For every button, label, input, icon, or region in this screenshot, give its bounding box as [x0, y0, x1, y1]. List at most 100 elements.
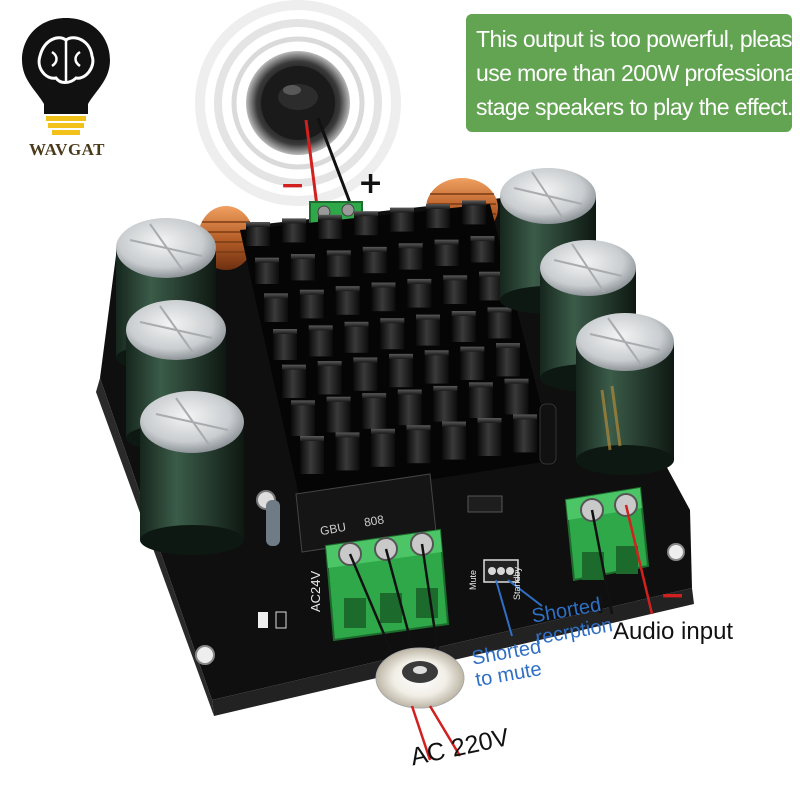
heatsink-fin-top	[362, 246, 387, 252]
heatsink-fin-top	[470, 236, 495, 242]
heatsink-fin	[434, 243, 459, 266]
heatsink-fin-top	[433, 385, 458, 391]
heatsink-fin	[424, 354, 449, 384]
heatsink-fin-top	[434, 239, 459, 245]
heatsink-fin	[282, 368, 306, 398]
heatsink-fin	[462, 204, 486, 225]
mute-standby-jumper	[483, 559, 519, 583]
heatsink-fin	[273, 333, 297, 360]
heatsink-fin-top	[299, 289, 324, 295]
speaker-negative-sign: −	[280, 168, 306, 203]
heatsink-fin	[282, 222, 306, 243]
heatsink-fin	[496, 347, 520, 377]
heatsink-fin	[290, 258, 315, 281]
heatsink-fin	[390, 211, 414, 232]
heatsink-fin-top	[326, 396, 351, 402]
heatsink-fin-top	[353, 357, 378, 363]
heatsink-fin	[443, 279, 468, 304]
heatsink-fin	[380, 322, 405, 350]
heatsink-fin	[308, 329, 333, 357]
heatsink-fin-top	[504, 378, 529, 384]
small-capacitor	[266, 500, 280, 546]
heatsink-fin-top	[335, 286, 360, 292]
mount-hole	[667, 543, 685, 561]
heatsink-fin-top	[477, 418, 502, 423]
heatsink-fin	[426, 208, 450, 228]
heatsink-fin-top	[426, 204, 450, 209]
heatsink-fin-top	[487, 307, 512, 313]
heatsink-fin	[300, 440, 324, 474]
heatsink-fin	[335, 436, 360, 471]
callout-line: use more than 200W professional	[476, 60, 800, 86]
speaker-wire-negative	[304, 119, 320, 215]
heatsink-fin	[451, 315, 476, 342]
heatsink-fin-top	[479, 271, 503, 277]
silkscreen-ac24v: AC24V	[308, 570, 323, 612]
heatsink-fin-top	[513, 414, 537, 420]
heatsink-fin-top	[300, 436, 324, 441]
heatsink-fin	[398, 247, 423, 270]
heatsink-fin	[487, 311, 512, 339]
heatsink-fin	[335, 290, 360, 315]
heatsink-fin	[326, 400, 351, 433]
heatsink-fin-top	[354, 211, 378, 217]
speaker-wire-positive	[316, 117, 354, 209]
heatsink-fin	[299, 293, 324, 319]
audio-negative-sign: −	[660, 578, 686, 613]
heatsink-fin-top	[290, 254, 315, 260]
heatsink-fin-top	[390, 207, 414, 213]
callout-line: This output is too powerful, please	[476, 26, 800, 52]
heatsink-fin	[442, 425, 466, 460]
heatsink-fin	[362, 250, 387, 274]
heatsink-fin	[416, 318, 440, 346]
heatsink-fin-top	[282, 218, 306, 224]
heatsink-fin	[504, 382, 529, 415]
heatsink-fin	[389, 357, 413, 388]
heatsink-fin-top	[371, 282, 396, 288]
callout-line: stage speakers to play the effect.	[476, 94, 793, 120]
heatsink-fin	[362, 397, 387, 429]
heatsink-fin-top	[460, 346, 485, 352]
heatsink-fin	[291, 404, 315, 436]
heatsink-fin-top	[443, 275, 468, 281]
heatsink-fin	[371, 286, 396, 312]
heatsink-fin	[326, 254, 351, 277]
heatsink-fin-top	[246, 222, 270, 227]
heatsink-fin	[406, 429, 431, 464]
heatsink-fin	[371, 432, 395, 467]
heatsink-fin-top	[468, 382, 493, 388]
heatsink-fin-top	[344, 321, 369, 327]
heatsink-fin-top	[406, 425, 431, 431]
heatsink-fin	[513, 418, 537, 453]
heatsink-fin-top	[389, 353, 413, 359]
heatsink-fin-top	[451, 311, 476, 316]
audio-positive-sign: +	[588, 586, 614, 621]
heatsink-fin	[255, 261, 279, 284]
heatsink-fin-top	[380, 318, 405, 324]
heatsink	[240, 200, 555, 500]
speaker-icon	[195, 0, 401, 206]
heatsink-fin	[407, 282, 432, 308]
heatsink-fin	[468, 386, 493, 418]
capacitor	[140, 391, 244, 555]
heatsink-fin-top	[318, 214, 342, 220]
mount-hole	[195, 645, 215, 665]
heatsink-fin-top	[442, 421, 466, 427]
brand-logo-text: WAVGAT	[28, 140, 106, 159]
heatsink-fin	[264, 297, 288, 322]
heatsink-fin-top	[335, 432, 360, 438]
power-terminal	[324, 528, 450, 642]
heatsink-fin	[318, 218, 342, 239]
warning-callout: This output is too powerful, please use …	[466, 14, 800, 132]
audio-input-label: Audio input	[613, 618, 734, 645]
heatsink-fin-top	[398, 243, 423, 249]
heatsink-fin	[397, 393, 422, 426]
heatsink-fin	[460, 350, 485, 380]
heatsink-fin-top	[282, 364, 306, 370]
heatsink-fin	[344, 325, 369, 353]
heatsink-fin	[470, 240, 495, 263]
heatsink-fin-top	[496, 343, 520, 349]
heatsink-fin-top	[326, 250, 351, 256]
heatsink-fin-top	[273, 329, 297, 334]
